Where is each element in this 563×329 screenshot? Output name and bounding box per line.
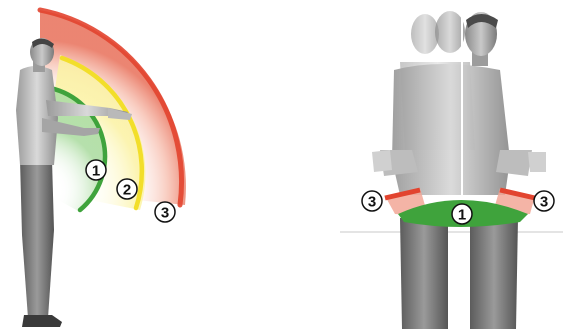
right-seated-figure [372,8,546,329]
zone-1-marker: 1 [452,204,472,224]
left-zone-3-marker-label: 3 [368,194,376,211]
right-zone-3-marker: 3 [534,191,554,211]
zone-3-marker-label: 3 [161,205,169,222]
zone-1-marker: 1 [86,160,106,180]
zone-3-marker: 3 [155,202,175,222]
left-zone-3-marker: 3 [362,191,382,211]
zone-2-marker-label: 2 [123,182,131,199]
zone-2-marker: 2 [117,179,137,199]
right-zone-3-marker-label: 3 [540,194,548,211]
zone-1-marker-label: 1 [92,163,100,180]
right-zone-1-marker-label: 1 [458,207,466,224]
